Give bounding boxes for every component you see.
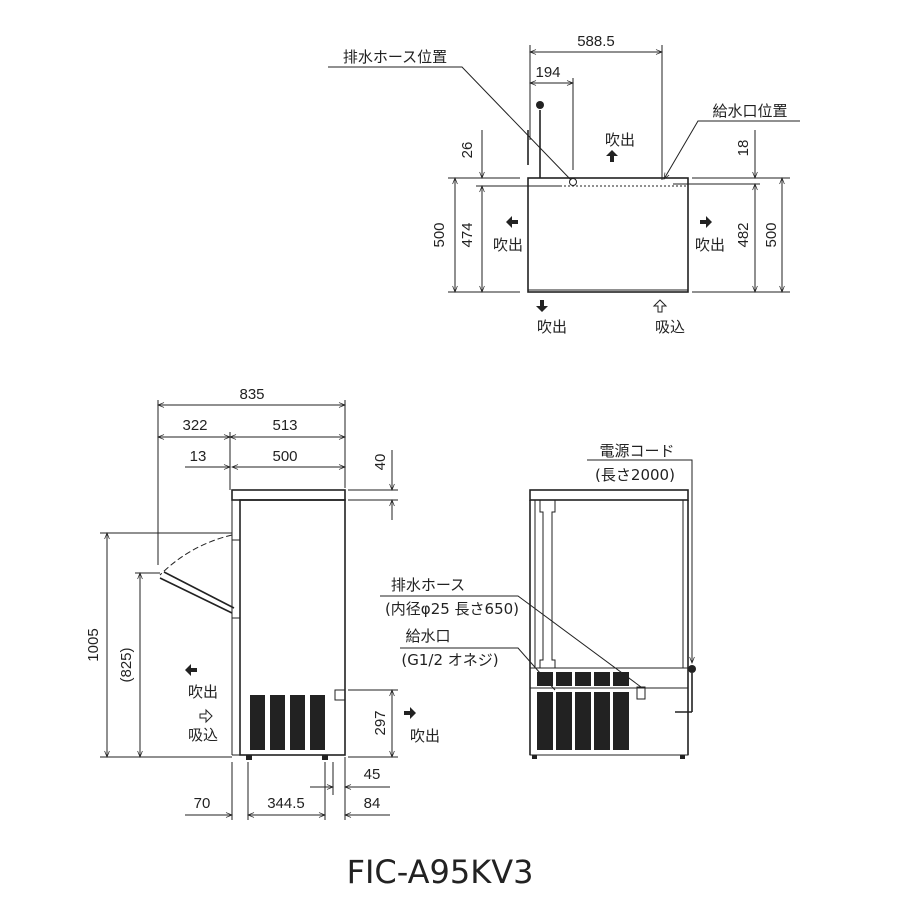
dim-40: 40: [372, 454, 389, 471]
dim-70: 70: [194, 795, 211, 812]
air-intake-side: 吸込: [188, 726, 218, 744]
air-out-top: 吹出: [605, 131, 635, 149]
dim-500: 500: [272, 448, 297, 465]
dim-84: 84: [364, 795, 381, 812]
dim-322: 322: [182, 417, 207, 434]
arrow-right-icon: [404, 707, 416, 719]
arrow-right-outline-icon: [199, 708, 213, 724]
air-intake-bottom: 吸込: [655, 318, 685, 336]
power-cord-label: 電源コード: [599, 442, 674, 460]
dim-344-5: 344.5: [267, 795, 305, 812]
dim-588-5: 588.5: [577, 33, 615, 50]
dim-194: 194: [535, 64, 560, 81]
dim-482: 482: [735, 222, 752, 247]
dim-825: (825): [118, 647, 135, 682]
dim-500-left: 500: [431, 222, 448, 247]
arrow-right-icon: [700, 216, 712, 228]
front-view: 電源コード (長さ2000) 排水ホース (内径φ25 長さ650) 給水口 (…: [380, 442, 696, 759]
dim-513: 513: [272, 417, 297, 434]
arrow-down-icon: [536, 300, 548, 312]
dim-297: 297: [372, 710, 389, 735]
dim-13: 13: [190, 448, 207, 465]
arrow-up-icon: [606, 150, 618, 162]
air-out-left: 吹出: [493, 236, 523, 254]
air-out-side-right: 吹出: [410, 727, 440, 745]
dim-835: 835: [239, 386, 264, 403]
dim-26: 26: [459, 142, 476, 159]
air-out-side-left: 吹出: [188, 683, 218, 701]
dim-45: 45: [364, 766, 381, 783]
dim-18: 18: [735, 140, 752, 157]
side-view-body: [239, 499, 346, 756]
door-swing-arc: [159, 534, 233, 576]
power-cord-length: (長さ2000): [595, 466, 675, 484]
dim-1005: 1005: [85, 628, 102, 661]
model-name: FIC-A95KV3: [347, 853, 534, 891]
air-out-right: 吹出: [695, 236, 725, 254]
arrow-up-outline-icon: [652, 299, 668, 313]
arrow-left-icon: [506, 216, 518, 228]
drain-hose-spec: (内径φ25 長さ650): [385, 600, 519, 618]
top-view-body: [527, 177, 689, 293]
power-cord-icon: [675, 665, 696, 713]
drain-hose-label: 排水ホース: [391, 576, 465, 594]
water-inlet-label: 給水口: [405, 627, 450, 645]
dim-500-right: 500: [763, 222, 780, 247]
vent-grille: [250, 695, 325, 750]
dim-474: 474: [459, 222, 476, 247]
drain-position-label: 排水ホース位置: [343, 48, 447, 66]
water-inlet-spec: (G1/2 オネジ): [401, 651, 498, 669]
side-view: 835 322 513 13 500 40 1005 (825) 297 吹出 …: [85, 386, 440, 820]
top-view: 588.5 194 排水ホース位置 給水口位置 500 474 26 482 5…: [328, 33, 800, 336]
front-vent-grille: [537, 672, 629, 750]
arrow-left-icon: [185, 664, 197, 676]
water-inlet-position-label: 給水口位置: [712, 102, 787, 120]
air-out-bottom: 吹出: [537, 318, 567, 336]
